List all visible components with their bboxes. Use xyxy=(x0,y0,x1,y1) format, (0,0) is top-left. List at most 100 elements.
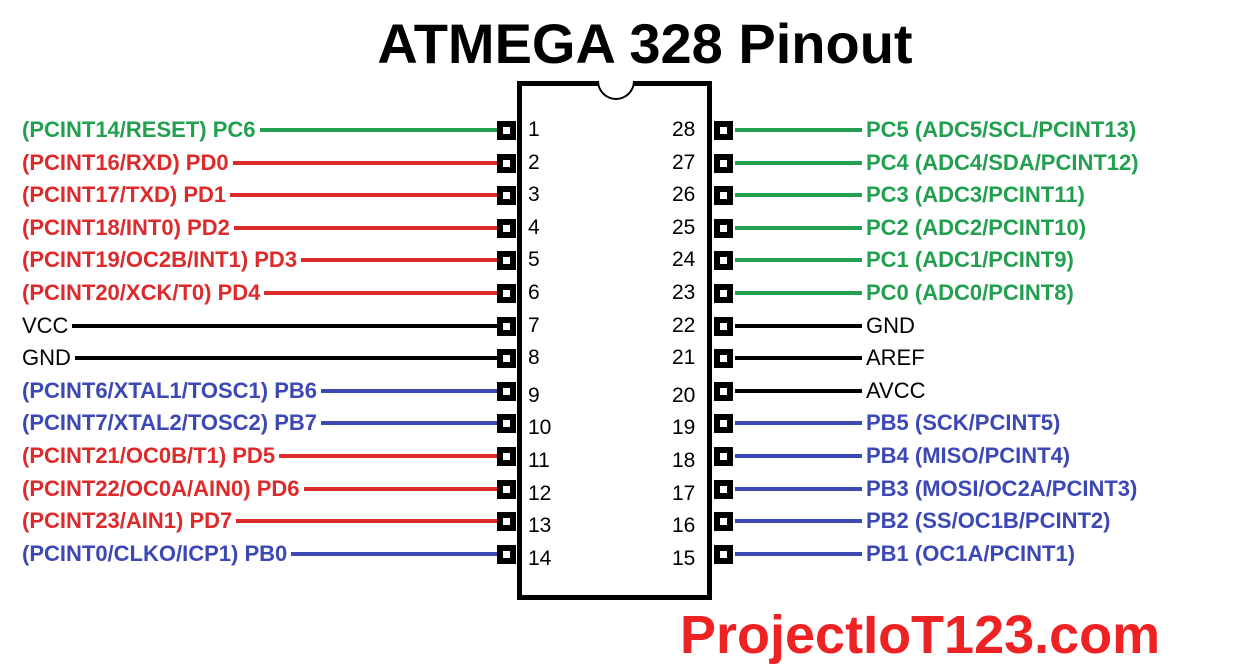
pin-28-label: PC5 (ADC5/SCL/PCINT13) xyxy=(866,117,1137,142)
pin-26-box xyxy=(714,186,733,206)
pin-18-label: PB4 (MISO/PCINT4) xyxy=(866,443,1071,468)
pin-28-number: 28 xyxy=(672,118,696,141)
pin-25-number: 25 xyxy=(672,215,696,239)
pin-6-wire xyxy=(264,291,497,295)
pin-11-label: (PCINT21/OC0B/T1) PD5 xyxy=(22,443,276,468)
pin-28-box xyxy=(714,121,733,140)
pin-9-number: 9 xyxy=(528,383,540,407)
pin-24-number: 24 xyxy=(672,248,696,272)
pin-23-number: 23 xyxy=(672,281,696,304)
pin-22-box xyxy=(714,316,733,336)
pin-13-label: (PCINT23/AIN1) PD7 xyxy=(22,508,233,534)
pin-22-wire xyxy=(735,323,862,328)
pin-21-label: AREF xyxy=(866,345,925,371)
pin-7-box xyxy=(497,316,516,336)
pin-16-box xyxy=(714,512,733,532)
pin-12-wire xyxy=(304,486,497,491)
pin-14-label: (PCINT0/CLKO/ICP1) PB0 xyxy=(22,540,288,566)
pin-14-wire xyxy=(291,551,497,556)
pin-16-label: PB2 (SS/OC1B/PCINT2) xyxy=(866,508,1111,534)
pin-25-wire xyxy=(735,225,862,230)
pin-13-box xyxy=(497,512,516,532)
pin-20-label: AVCC xyxy=(866,377,926,403)
pin-17-box xyxy=(714,479,733,499)
pin-11-wire xyxy=(279,454,497,458)
pin-23-box xyxy=(714,284,733,303)
pin-28-wire xyxy=(735,128,862,132)
pin-26-wire xyxy=(735,193,862,198)
pin-19-box xyxy=(714,414,733,434)
pin-11-number: 11 xyxy=(528,449,550,472)
pin-1-wire xyxy=(260,128,497,132)
pin-7-label: VCC xyxy=(22,312,69,338)
pin-2-wire xyxy=(233,160,497,165)
pin-8-number: 8 xyxy=(528,346,540,370)
pin-20-number: 20 xyxy=(672,383,696,407)
pin-10-wire xyxy=(321,421,497,426)
pin-19-number: 19 xyxy=(672,416,696,440)
pin-27-box xyxy=(714,153,733,173)
pin-16-number: 16 xyxy=(672,514,696,538)
pin-15-number: 15 xyxy=(672,546,696,570)
pin-20-box xyxy=(714,381,733,401)
pin-21-wire xyxy=(735,356,862,361)
pin-4-number: 4 xyxy=(528,215,540,239)
pin-14-box xyxy=(497,544,516,564)
pin-9-wire xyxy=(321,388,497,393)
pin-8-label: GND xyxy=(22,345,71,371)
pin-24-wire xyxy=(735,258,862,263)
ic-package-body xyxy=(517,81,712,600)
pin-17-number: 17 xyxy=(672,481,696,505)
pin-3-wire xyxy=(230,193,497,198)
pin-19-label: PB5 (SCK/PCINT5) xyxy=(866,410,1061,436)
pin-12-label: (PCINT22/OC0A/AIN0) PD6 xyxy=(22,475,300,501)
pin-15-wire xyxy=(735,551,862,556)
pin-1-label: (PCINT14/RESET) PC6 xyxy=(22,117,256,142)
pin-27-wire xyxy=(735,160,862,165)
pin-25-box xyxy=(714,218,733,238)
pin-23-wire xyxy=(735,291,862,295)
pin-27-number: 27 xyxy=(672,150,696,174)
pin-13-wire xyxy=(236,519,497,524)
pin-2-label: (PCINT16/RXD) PD0 xyxy=(22,149,229,175)
pin-5-box xyxy=(497,251,516,271)
pin-17-wire xyxy=(735,486,862,491)
pin-10-number: 10 xyxy=(528,416,552,440)
pin-1-number: 1 xyxy=(528,118,540,141)
pin-12-number: 12 xyxy=(528,481,552,505)
pin-10-label: (PCINT7/XTAL2/TOSC2) PB7 xyxy=(22,410,318,436)
pin-9-box xyxy=(497,381,516,401)
pin-6-box xyxy=(497,284,516,303)
pin-18-number: 18 xyxy=(672,449,696,472)
pin-2-box xyxy=(497,153,516,173)
pin-3-box xyxy=(497,186,516,206)
pin-5-label: (PCINT19/OC2B/INT1) PD3 xyxy=(22,247,298,273)
pin-15-box xyxy=(714,544,733,564)
pin-9-label: (PCINT6/XTAL1/TOSC1) PB6 xyxy=(22,377,318,403)
pin-26-number: 26 xyxy=(672,183,696,207)
pin-6-label: (PCINT20/XCK/T0) PD4 xyxy=(22,280,261,305)
pin-14-number: 14 xyxy=(528,546,552,570)
pin-16-wire xyxy=(735,519,862,524)
pin-22-number: 22 xyxy=(672,313,696,337)
pin-19-wire xyxy=(735,421,862,426)
pin-15-label: PB1 (OC1A/PCINT1) xyxy=(866,540,1076,566)
pin-27-label: PC4 (ADC4/SDA/PCINT12) xyxy=(866,149,1139,175)
pin-2-number: 2 xyxy=(528,150,540,174)
pin-21-box xyxy=(714,349,733,369)
pin-4-wire xyxy=(234,225,497,230)
pin-10-box xyxy=(497,414,516,434)
pin-26-label: PC3 (ADC3/PCINT11) xyxy=(866,182,1085,208)
pin-4-box xyxy=(497,218,516,238)
pin-22-label: GND xyxy=(866,312,915,338)
pin-13-number: 13 xyxy=(528,514,552,538)
pin-18-box xyxy=(714,447,733,466)
pin-3-number: 3 xyxy=(528,183,540,207)
pin-8-wire xyxy=(75,356,497,361)
pin-25-label: PC2 (ADC2/PCINT10) xyxy=(866,214,1087,240)
pin-24-label: PC1 (ADC1/PCINT9) xyxy=(866,247,1074,273)
pin-1-box xyxy=(497,121,516,140)
pin-23-label: PC0 (ADC0/PCINT8) xyxy=(866,280,1074,305)
pin-6-number: 6 xyxy=(528,281,540,304)
pin-5-wire xyxy=(301,258,497,263)
